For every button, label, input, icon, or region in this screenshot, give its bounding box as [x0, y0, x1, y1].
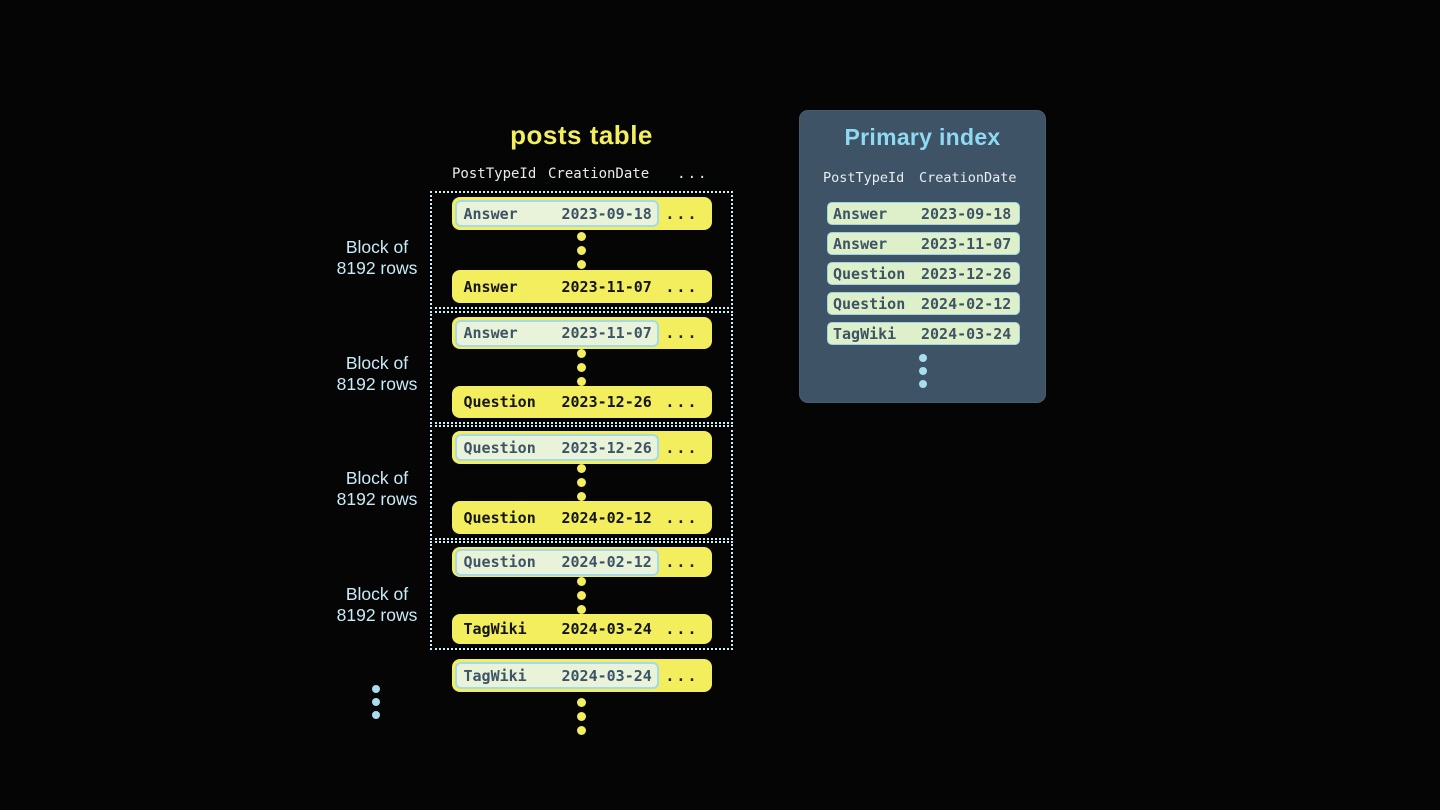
index-entry: Answer 2023-09-18 — [827, 202, 1020, 225]
block-label-1: Block of 8192 rows — [300, 237, 454, 279]
table-continues-dots-wrapper — [430, 698, 733, 735]
posts-table-column-headers: PostTypeId CreationDate ... — [452, 166, 712, 182]
block-label-line2: 8192 rows — [336, 258, 418, 278]
index-entry: TagWiki 2024-03-24 — [827, 322, 1020, 345]
block-label-2: Block of 8192 rows — [300, 353, 454, 395]
cell-creation-date: 2023-11-07 — [921, 234, 1012, 253]
block-label-4: Block of 8192 rows — [300, 584, 454, 626]
block-label-line1: Block of — [345, 237, 409, 257]
cell-creation-date: 2024-03-24 — [561, 666, 652, 685]
cell-creation-date: 2024-03-24 — [921, 324, 1012, 343]
block-label-line2: 8192 rows — [336, 489, 418, 509]
table-row: Answer 2023-09-18 ... — [451, 197, 712, 230]
column-header-posttypeid: PostTypeId — [452, 166, 537, 182]
indexed-entry-highlight: Question 2024-02-12 — [454, 548, 659, 576]
vertical-ellipsis-dots — [577, 698, 586, 735]
cell-post-type: Question — [463, 438, 536, 457]
indexed-entry-highlight: Question 2023-12-26 — [454, 434, 659, 461]
index-entry: Question 2023-12-26 — [827, 262, 1020, 285]
indexed-entry-highlight: Answer 2023-09-18 — [454, 200, 659, 227]
table-row: Question 2023-12-26 ... — [451, 431, 712, 464]
row-text: TagWiki 2024-03-24 — [455, 616, 659, 643]
index-continues-dots-wrapper — [800, 354, 1045, 388]
row-ellipsis: ... — [665, 666, 699, 685]
cell-post-type: Answer — [833, 234, 888, 253]
cell-post-type: Answer — [463, 324, 518, 342]
vertical-ellipsis-dots — [918, 354, 927, 388]
block-label-line2: 8192 rows — [336, 605, 418, 625]
cell-creation-date: 2024-03-24 — [561, 620, 652, 638]
vertical-ellipsis-dots — [577, 464, 586, 501]
cell-post-type: Question — [463, 508, 536, 527]
block-label-line1: Block of — [345, 353, 409, 373]
table-block-1: Answer 2023-09-18 ... Answer 2023-11-07 … — [430, 191, 733, 309]
primary-index-column-headers: PostTypeId CreationDate — [823, 170, 1017, 186]
cell-creation-date: 2023-09-18 — [561, 204, 652, 223]
index-entry: Question 2024-02-12 — [827, 292, 1020, 315]
primary-index-rows: Answer 2023-09-18 Answer 2023-11-07 Ques… — [827, 202, 1020, 345]
indexed-entry-highlight: Answer 2023-11-07 — [454, 319, 659, 347]
row-text: Answer 2023-11-07 — [455, 273, 659, 300]
cell-post-type: TagWiki — [463, 620, 527, 638]
cell-creation-date: 2023-12-26 — [561, 438, 652, 457]
primary-index-title: Primary index — [844, 124, 1001, 150]
table-row: Question 2023-12-26 ... — [451, 386, 712, 418]
cell-creation-date: 2023-12-26 — [921, 264, 1012, 283]
cell-creation-date: 2023-11-07 — [561, 324, 652, 342]
column-header-posttypeid: PostTypeId — [823, 170, 905, 186]
cell-creation-date: 2023-09-18 — [921, 204, 1012, 223]
vertical-ellipsis-dots — [577, 231, 586, 269]
cell-post-type: TagWiki — [463, 666, 527, 685]
table-row: Answer 2023-11-07 ... — [451, 270, 712, 303]
row-ellipsis: ... — [665, 620, 699, 638]
posts-table-title: posts table — [510, 120, 653, 150]
cell-creation-date: 2023-11-07 — [561, 277, 652, 296]
vertical-ellipsis-dots — [372, 685, 380, 719]
cell-post-type: Question — [833, 264, 906, 283]
table-block-4: Question 2024-02-12 ... TagWiki 2024-03-… — [430, 541, 733, 650]
column-header-creationdate: CreationDate — [548, 166, 650, 182]
row-ellipsis: ... — [665, 438, 699, 457]
table-block-2: Answer 2023-11-07 ... Question 2023-12-2… — [430, 311, 733, 424]
table-block-3: Question 2023-12-26 ... Question 2024-02… — [430, 425, 733, 540]
table-row: TagWiki 2024-03-24 ... — [451, 614, 712, 644]
row-text: Question 2024-02-12 — [455, 504, 659, 531]
table-row: Question 2024-02-12 ... — [451, 501, 712, 534]
cell-creation-date: 2024-02-12 — [921, 294, 1012, 313]
cell-post-type: Answer — [463, 277, 518, 296]
row-text: Question 2023-12-26 — [455, 389, 659, 416]
column-header-creationdate: CreationDate — [919, 170, 1017, 186]
row-ellipsis: ... — [665, 508, 699, 527]
row-ellipsis: ... — [665, 204, 699, 223]
vertical-ellipsis-dots — [577, 349, 586, 386]
row-ellipsis: ... — [665, 553, 699, 571]
table-row: Question 2024-02-12 ... — [451, 547, 712, 577]
cell-post-type: Answer — [463, 204, 518, 223]
vertical-ellipsis-dots — [577, 577, 586, 614]
column-header-more-ellipsis: ... — [677, 166, 709, 182]
primary-index-panel: Primary index PostTypeId CreationDate An… — [799, 110, 1046, 403]
index-entry: Answer 2023-11-07 — [827, 232, 1020, 255]
row-ellipsis: ... — [665, 393, 699, 411]
block-label-line2: 8192 rows — [336, 374, 418, 394]
row-ellipsis: ... — [665, 324, 699, 342]
table-row: TagWiki 2024-03-24 ... — [451, 659, 712, 692]
cell-creation-date: 2024-02-12 — [561, 553, 652, 571]
cell-creation-date: 2023-12-26 — [561, 393, 652, 411]
block-label-line1: Block of — [345, 584, 409, 604]
next-block-first-row-wrapper: TagWiki 2024-03-24 ... — [430, 659, 733, 692]
cell-creation-date: 2024-02-12 — [561, 508, 652, 527]
block-label-line1: Block of — [345, 468, 409, 488]
table-row: Answer 2023-11-07 ... — [451, 317, 712, 349]
row-ellipsis: ... — [665, 277, 699, 296]
cell-post-type: Question — [833, 294, 906, 313]
blocks-continue-dots-wrapper — [368, 685, 384, 719]
cell-post-type: TagWiki — [833, 324, 897, 343]
block-label-3: Block of 8192 rows — [300, 468, 454, 510]
indexed-entry-highlight: TagWiki 2024-03-24 — [454, 662, 659, 689]
cell-post-type: Question — [463, 393, 536, 411]
cell-post-type: Question — [463, 553, 536, 571]
cell-post-type: Answer — [833, 204, 888, 223]
